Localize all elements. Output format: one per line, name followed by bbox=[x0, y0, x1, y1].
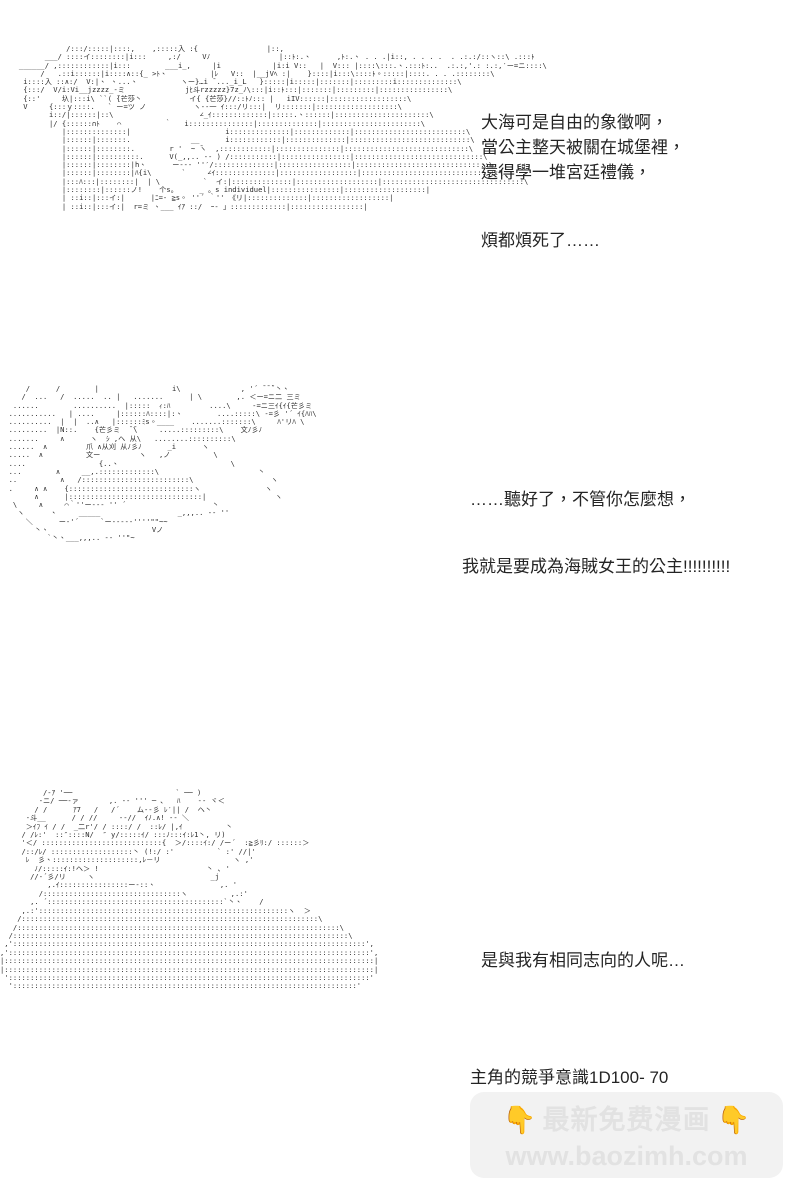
dialogue-line-p3-1: 是與我有相同志向的人呢… bbox=[481, 951, 685, 970]
watermark-url: www.baozimh.com bbox=[505, 1140, 748, 1171]
dialogue-line-p2-1: ……聽好了，不管你怎麼想， bbox=[470, 490, 691, 509]
pointing-down-hand-icon-right: 👇 bbox=[716, 1105, 751, 1135]
dialogue-line-p1-2: 當公主整天被關在城堡裡， bbox=[481, 138, 685, 157]
pointing-down-hand-icon-left: 👇 bbox=[502, 1105, 537, 1135]
ascii-art-panel-1: /:::/:::::|::::, ,:::::入 :{ |::, ___/ ::… bbox=[18, 45, 547, 211]
dialogue-line-p1-4: 煩都煩死了…… bbox=[481, 231, 600, 250]
site-watermark: 👇 最新免费漫画 👇 www.baozimh.com bbox=[470, 1092, 783, 1178]
dialogue-line-p2-2: 我就是要成為海賊女王的公主!!!!!!!!!! bbox=[462, 557, 731, 576]
dialogue-line-p1-3: 還得學一堆宮廷禮儀， bbox=[481, 163, 651, 182]
watermark-title: 最新免费漫画 bbox=[542, 1105, 711, 1135]
dialogue-line-p3-2: 主角的競爭意識1D100- 70 bbox=[470, 1068, 669, 1087]
ascii-art-panel-2: / / | i\ , '´ ̄ ̄ ̄`丶、 / ... / ..... .. … bbox=[8, 385, 317, 543]
dialogue-line-p1-1: 大海可是自由的象徵啊， bbox=[481, 113, 668, 132]
watermark-title-row: 👇 最新免费漫画 👇 bbox=[503, 1101, 750, 1141]
ascii-art-panel-3: /-ｱ '── ` ── ) -ニ/ ──‐ァ ,. -‐ ''' ─ ､ ﾊ … bbox=[0, 789, 379, 991]
